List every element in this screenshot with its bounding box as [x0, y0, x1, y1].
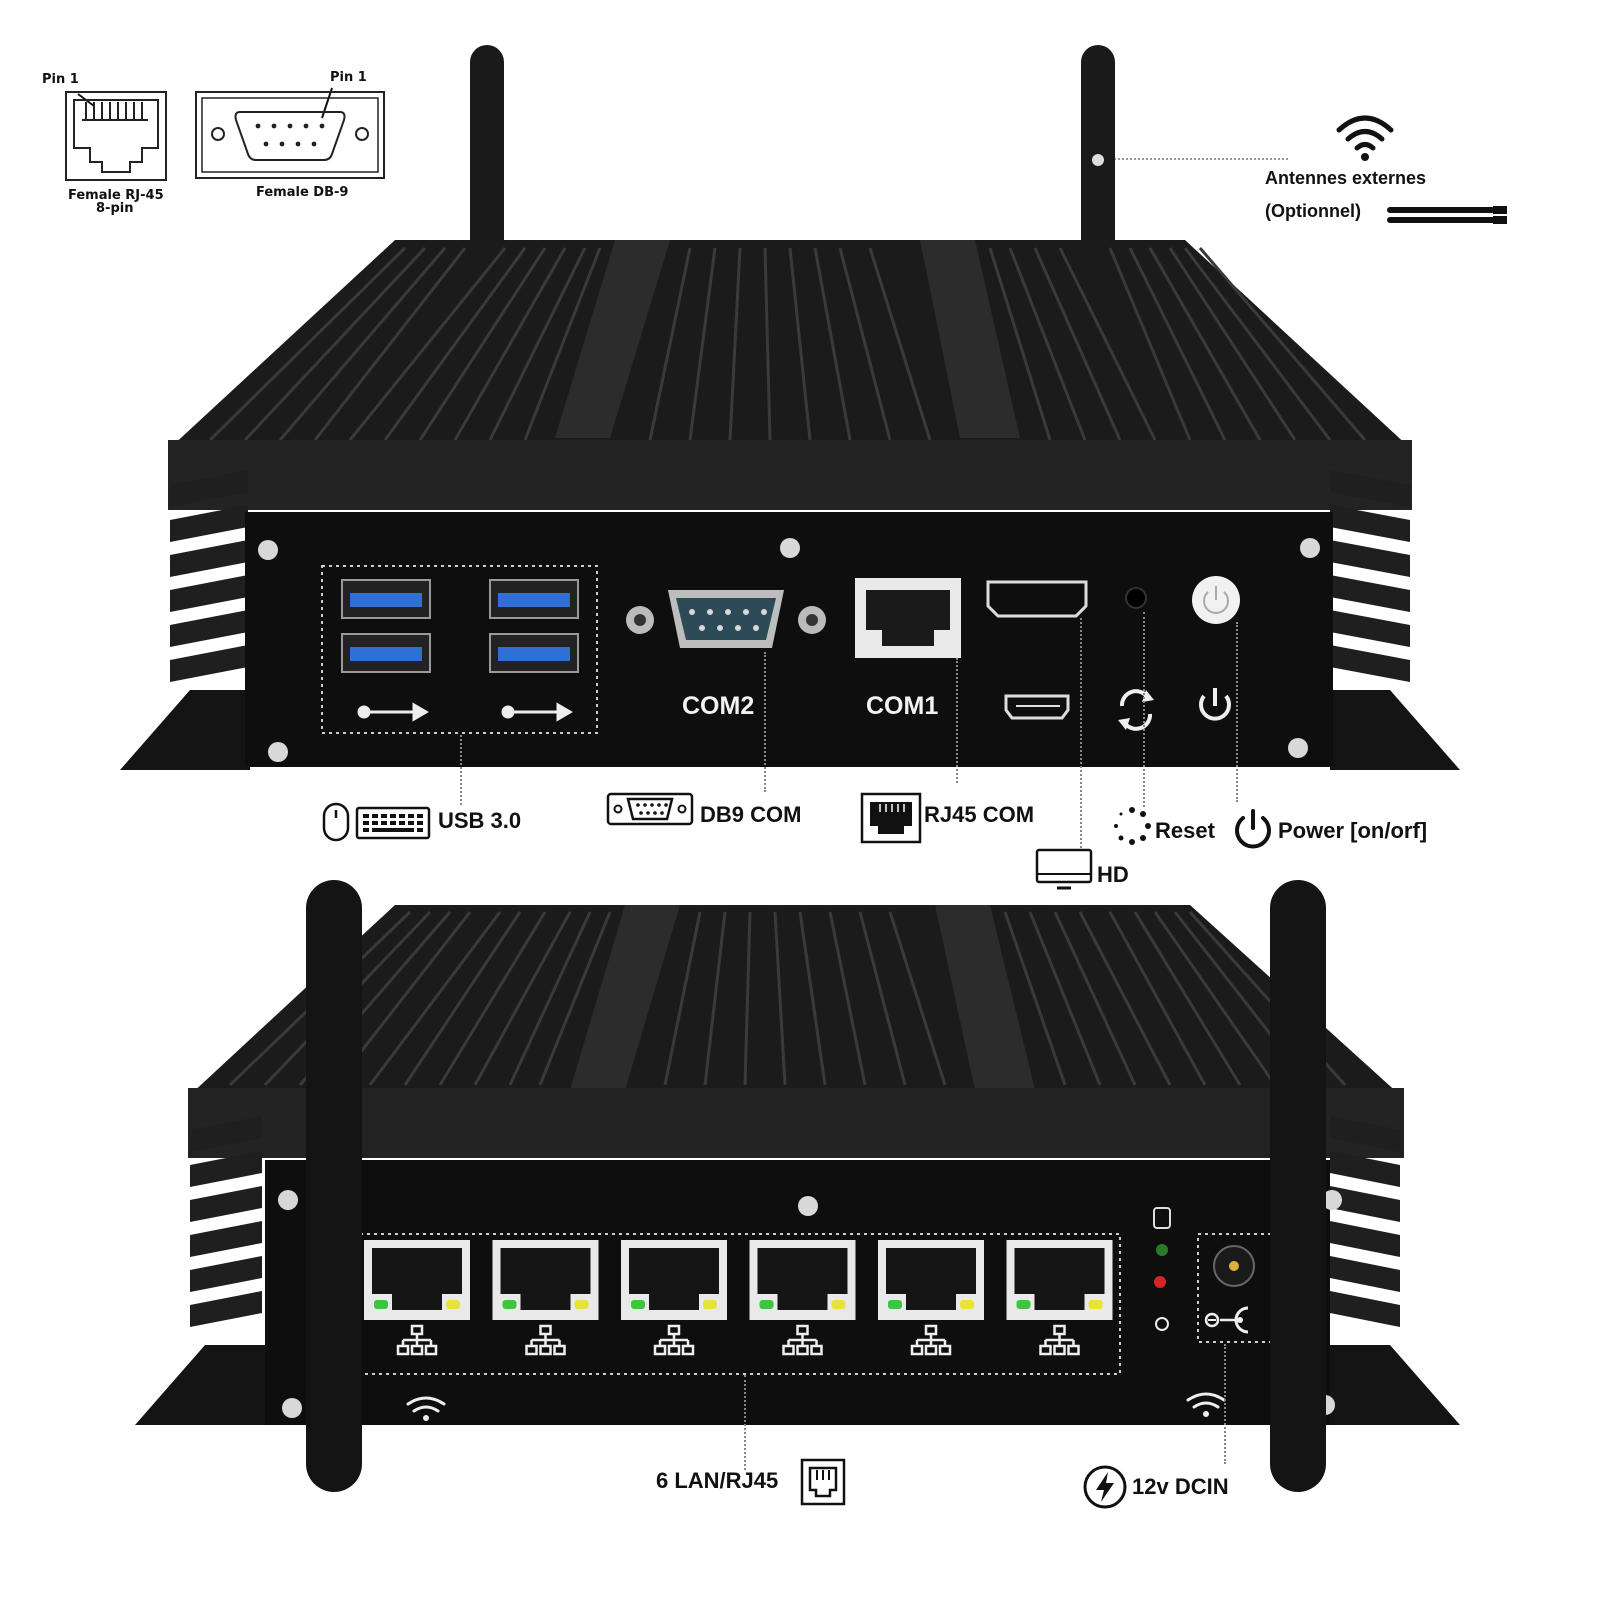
front-device [120, 45, 1460, 770]
network-icon [1039, 1324, 1080, 1356]
monitor-icon [1035, 848, 1093, 890]
com2-label: COM2 [682, 692, 755, 720]
lan-port-3[interactable] [621, 1240, 727, 1356]
dc-legend-label: 12v DCIN [1132, 1474, 1229, 1499]
rj45-diagram-icon [65, 91, 167, 181]
power-icon [1235, 809, 1271, 849]
lan-legend-label: 6 LAN/RJ45 [656, 1468, 779, 1493]
dc-leader-line [1224, 1344, 1226, 1464]
lan-leader-line [744, 1375, 746, 1470]
antennas-title: Antennes externes [1265, 168, 1427, 188]
network-icon [653, 1324, 695, 1356]
db9-diagram-caption: Female DB-9 [256, 185, 349, 200]
hd-legend-label: HD [1097, 862, 1129, 887]
antenna-leader-line [1098, 158, 1288, 160]
reset-leader-line [1143, 612, 1145, 807]
rj45-diagram-subcaption: 8-pin [96, 201, 134, 216]
rj45-legend-label: RJ45 COM [924, 802, 1035, 827]
lan-port-4[interactable] [749, 1240, 856, 1356]
db9-leader-line [764, 652, 766, 792]
usb-legend-label: USB 3.0 [438, 808, 522, 833]
reset-legend-label: Reset [1155, 818, 1215, 843]
com1-label: COM1 [866, 692, 939, 720]
keyboard-icon [355, 806, 431, 840]
lan-port-6[interactable] [1006, 1240, 1113, 1356]
network-icon [910, 1324, 952, 1356]
front-antenna-left [470, 45, 504, 285]
db9-legend-icon [606, 792, 694, 826]
reset-icon [1114, 807, 1151, 845]
rj45-leader-line [956, 658, 958, 783]
rj45-pin-label: Pin 1 [42, 72, 79, 87]
network-icon [782, 1324, 823, 1356]
rj45-diagram-caption: Female RJ-45 [68, 188, 164, 203]
network-icon [525, 1324, 566, 1356]
lan-port-5[interactable] [878, 1240, 984, 1356]
lan-port-1[interactable] [364, 1240, 470, 1356]
power-legend-label: Power [on/orf] [1278, 818, 1428, 843]
power-leader-line [1236, 622, 1238, 802]
db9-pin-label: Pin 1 [330, 70, 367, 85]
hd-leader-line [1080, 618, 1082, 848]
network-icon [396, 1324, 438, 1356]
db9-legend-label: DB9 COM [700, 802, 802, 827]
antennas-subtitle: (Optionnel) [1265, 201, 1361, 221]
usb-leader-line [460, 735, 462, 805]
rj45-legend-icon [860, 792, 922, 844]
rear-antenna-right [1270, 880, 1326, 1492]
lan-legend-icon [800, 1458, 846, 1506]
lightning-icon [1083, 1465, 1127, 1509]
mouse-icon [322, 802, 350, 842]
rear-antenna-left [306, 880, 362, 1492]
antenna-accessory-icon [1387, 206, 1507, 224]
lan-port-2[interactable] [492, 1240, 599, 1356]
db9-diagram-icon [195, 87, 385, 179]
wifi-icon [1336, 115, 1394, 161]
